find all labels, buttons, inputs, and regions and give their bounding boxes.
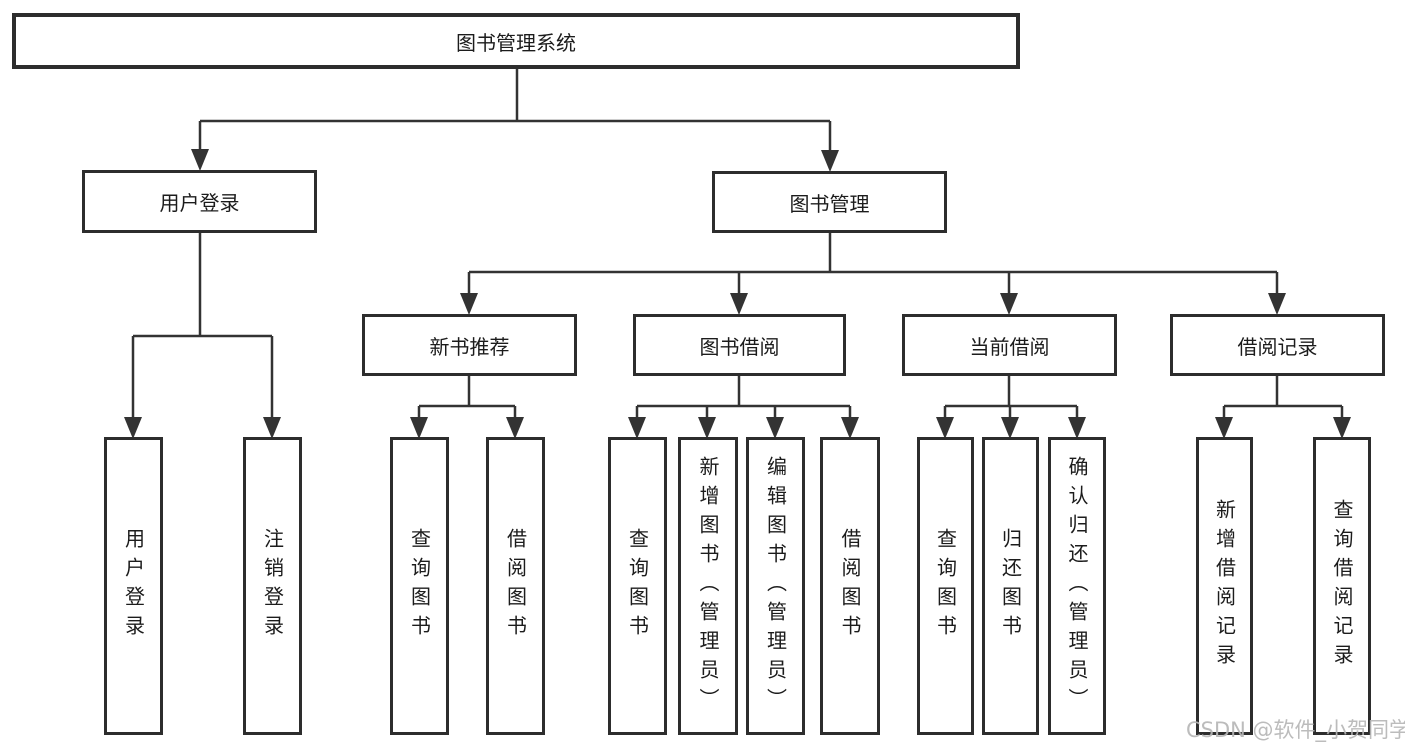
leaf-label: 新增借阅记录 bbox=[1212, 499, 1237, 673]
leaf-label: 注销登录 bbox=[260, 528, 285, 644]
leaf-logout: 注销登录 bbox=[243, 437, 302, 735]
node-label: 借阅记录 bbox=[1237, 334, 1318, 359]
leaf-label: 查询图书 bbox=[933, 528, 958, 644]
arrowheads bbox=[124, 149, 1351, 439]
leaf-confirm-return-admin: 确认归还（管理员） bbox=[1048, 437, 1106, 735]
node-library-management-system: 图书管理系统 bbox=[12, 13, 1020, 69]
leaf-label: 确认归还（管理员） bbox=[1065, 455, 1089, 717]
node-current-borrowing: 当前借阅 bbox=[902, 314, 1117, 376]
leaf-user-login: 用户登录 bbox=[104, 437, 163, 735]
leaf-query-books-recommend: 查询图书 bbox=[390, 437, 449, 735]
node-book-borrowing: 图书借阅 bbox=[633, 314, 846, 376]
leaf-query-borrow-record: 查询借阅记录 bbox=[1313, 437, 1371, 735]
node-label: 新书推荐 bbox=[429, 334, 510, 359]
csdn-watermark: CSDN @软件_小贺同学 bbox=[1186, 718, 1405, 742]
node-user-login: 用户登录 bbox=[82, 170, 317, 233]
node-label: 图书管理系统 bbox=[456, 30, 576, 55]
leaf-add-book-admin: 新增图书（管理员） bbox=[678, 437, 738, 735]
leaf-label: 借阅图书 bbox=[838, 528, 862, 644]
leaf-query-books-current: 查询图书 bbox=[917, 437, 974, 735]
leaf-query-books-borrowing: 查询图书 bbox=[608, 437, 667, 735]
leaf-label: 编辑图书（管理员） bbox=[763, 455, 788, 717]
leaf-label: 借阅图书 bbox=[503, 528, 528, 644]
leaf-label: 查询借阅记录 bbox=[1330, 499, 1354, 673]
node-label: 用户登录 bbox=[159, 191, 240, 215]
leaf-return-books: 归还图书 bbox=[982, 437, 1039, 735]
leaf-label: 查询图书 bbox=[407, 528, 432, 644]
leaf-edit-book-admin: 编辑图书（管理员） bbox=[746, 437, 805, 735]
node-borrowing-records: 借阅记录 bbox=[1170, 314, 1385, 376]
leaf-label: 新增图书（管理员） bbox=[696, 455, 720, 717]
leaf-add-borrow-record: 新增借阅记录 bbox=[1196, 437, 1253, 735]
leaf-label: 用户登录 bbox=[121, 528, 146, 644]
leaf-borrow-books-recommend: 借阅图书 bbox=[486, 437, 545, 735]
leaf-label: 查询图书 bbox=[625, 528, 650, 644]
node-label: 当前借阅 bbox=[969, 334, 1050, 359]
node-label: 图书借阅 bbox=[699, 334, 780, 359]
node-label: 图书管理 bbox=[789, 191, 870, 216]
leaf-borrow-books-borrowing: 借阅图书 bbox=[820, 437, 880, 735]
node-book-management: 图书管理 bbox=[712, 171, 947, 233]
node-new-book-recommend: 新书推荐 bbox=[362, 314, 577, 376]
leaf-label: 归还图书 bbox=[998, 528, 1023, 644]
